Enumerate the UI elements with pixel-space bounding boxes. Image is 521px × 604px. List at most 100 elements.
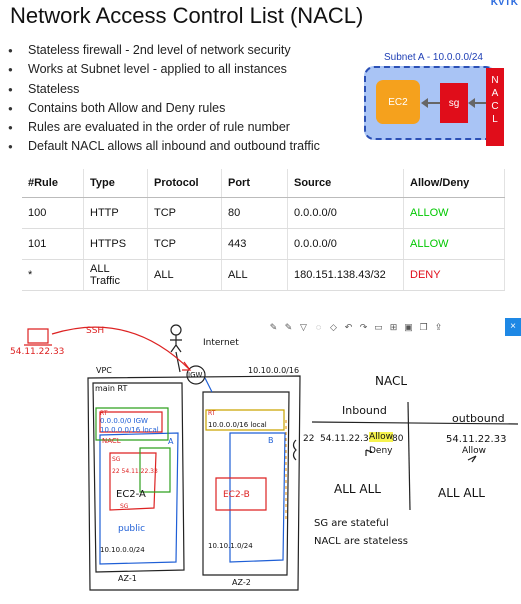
table-header-row: #Rule Type Protocol Port Source Allow/De… [22,169,505,198]
subnet-a-cidr: 10.10.0.0/24 [100,546,145,554]
whiteboard-sketch [24,324,519,591]
arrow-line [474,102,486,104]
out-allow: Allow [462,446,487,456]
nacl-divider [311,421,519,425]
out-all: ALL ALL [438,486,485,500]
internet-label: Internet [203,338,239,348]
pen-icon[interactable]: ✎ [269,321,278,332]
nacl-letter: A [491,88,499,99]
table-cell: TCP [147,197,222,229]
in-allow: Allow [369,432,394,442]
close-icon[interactable]: × [505,318,521,336]
az2-outline [202,391,290,576]
note-nacl: NACL are stateless [314,536,408,547]
bullet-list: Stateless firewall - 2nd level of networ… [8,41,320,157]
bullet-item: Contains both Allow and Deny rules [8,99,320,119]
bullet-item: Rules are evaluated in the order of rule… [8,118,320,138]
subnet-b-letter: B [268,436,274,445]
eraser-icon[interactable]: ◇ [330,321,337,332]
subnet-label: Subnet A - 10.0.0.0/24 [384,52,483,63]
lasso-icon[interactable]: ◌ [315,322,322,332]
table-cell-deny: DENY [403,259,505,291]
nacl-letter: L [492,114,498,125]
sg-rule: 22 54.11.22.33 [112,468,158,475]
main-rt-label: main RT [95,384,128,393]
table-cell: HTTPS [83,228,148,260]
page-title: Network Access Control List (NACL) [10,3,364,28]
rt-a-row: 10.0.0.0/16 local [100,426,159,434]
column-header: Allow/Deny [403,169,505,198]
table-row: 101 HTTPS TCP 443 0.0.0.0/0 ALLOW [22,228,505,260]
client-ip: 54.11.22.33 [10,347,65,357]
bullet-item: Stateless firewall - 2nd level of networ… [8,41,320,61]
outbound-label: outbound [452,412,505,425]
in-rule-ip: 54.11.22.33 [320,434,375,444]
rt-b-row: 10.0.0.0/16 local [208,421,267,429]
nacl-letter: N [491,75,499,86]
column-header: Source [287,169,404,198]
out-port: 80 [392,434,404,444]
insert-icon[interactable]: ⊞ [389,321,398,332]
subnet-a-letter: A [168,437,174,446]
az1-outline [92,382,185,573]
table-cell: TCP [147,228,222,260]
rules-table: #Rule Type Protocol Port Source Allow/De… [22,169,505,291]
ec2-b-label: EC2-B [223,490,250,500]
nacl-sketch-label: NACL [102,437,121,445]
igw-label: IGW [188,371,203,379]
table-cell: 0.0.0.0/0 [287,197,404,229]
bullet-item: Default NACL allows all inbound and outb… [8,137,320,157]
vpc-label: VPC [96,366,112,375]
column-header: Type [83,169,148,198]
out-ip: 54.11.22.33 [446,434,507,445]
table-cell: 443 [221,228,288,260]
subnet-b-cidr: 10.10.1.0/24 [208,542,253,550]
redo-icon[interactable]: ↷ [359,321,368,332]
vpc-outline [87,375,301,591]
az1-label: AZ-1 [118,574,137,583]
subnet-a-type: public [118,524,146,534]
pen-icon[interactable]: ✎ [284,321,293,332]
bullet-item: Works at Subnet level - applied to all i… [8,60,320,80]
select-icon[interactable]: ▭ [374,321,383,332]
table-cell: 101 [22,228,84,260]
table-row: 100 HTTP TCP 80 0.0.0.0/0 ALLOW [22,197,505,229]
nacl-letter: C [491,101,499,112]
copy-icon[interactable]: ❐ [419,321,428,332]
column-header: Protocol [147,169,222,198]
save-icon[interactable]: ▣ [404,321,413,332]
table-cell: * [22,259,84,291]
whiteboard-toolbar: ✎ ✎ ▽ ◌ ◇ ↶ ↷ ▭ ⊞ ▣ ❐ ⇪ × [266,318,521,336]
ssh-label: SSH [86,326,105,336]
undo-icon[interactable]: ↶ [344,321,353,332]
table-cell: ALL [221,259,288,291]
arrow-head [468,98,475,108]
sg-sketch-label: SG [112,456,121,463]
nacl-column-divider [407,401,411,511]
highlighter-icon[interactable]: ▽ [300,321,307,332]
ec2-a-sg: SG [120,503,129,510]
table-cell: ALL Traffic [83,259,148,291]
in-rule-num: 22 [303,434,315,444]
table-cell-allow: ALLOW [403,197,505,229]
arrow-line [426,102,440,104]
table-cell: 80 [221,197,288,229]
column-header: #Rule [22,169,84,198]
table-row: * ALL Traffic ALL ALL 180.151.138.43/32 … [22,259,505,291]
logo: KVTK [490,0,518,8]
share-icon[interactable]: ⇪ [434,321,443,332]
table-cell: ALL [147,259,222,291]
bullet-item: Stateless [8,80,320,100]
table-cell: HTTP [83,197,148,229]
az2-label: AZ-2 [232,578,251,587]
vpc-cidr: 10.10.0.0/16 [248,366,300,375]
rt-b-header: RT [208,410,216,417]
in-deny: Deny [369,446,393,456]
in-all: ALL ALL [334,482,381,496]
ec2-box: EC2 [376,80,420,124]
table-cell-allow: ALLOW [403,228,505,260]
arrow-head [421,98,428,108]
